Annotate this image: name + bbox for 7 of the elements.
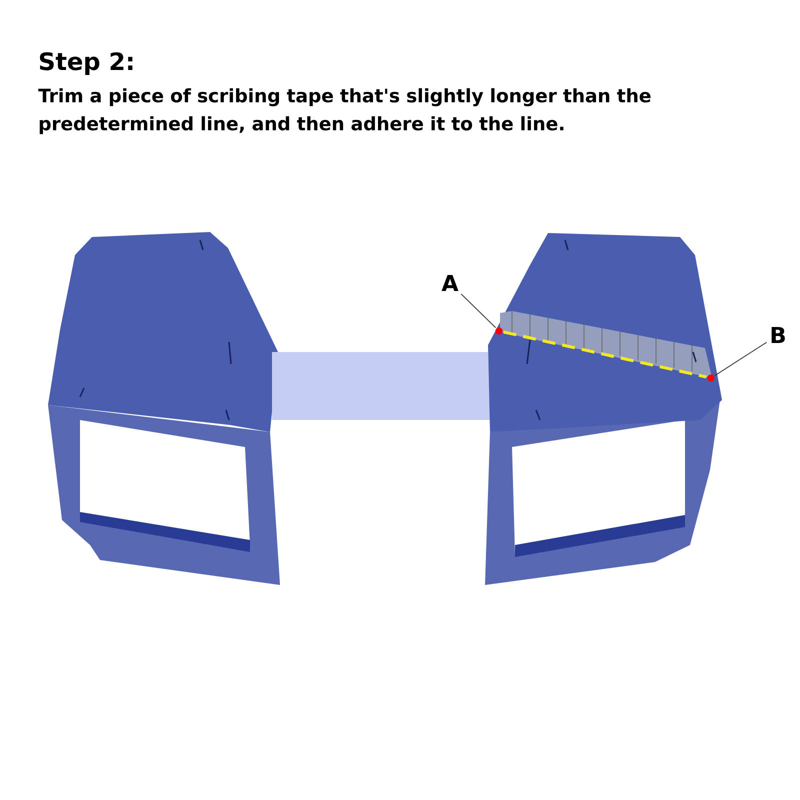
leader-line: [714, 342, 768, 376]
leader-line: [460, 293, 496, 328]
dashed-line: [503, 330, 707, 378]
point-label: A: [442, 274, 458, 292]
point-label: B: [772, 326, 785, 344]
title: Step 2:: [40, 52, 132, 75]
instruction-text: Trim a piece of scribing tape that's slightly longer than the predetermined line, and then adhere it to the line.: [38, 88, 651, 134]
